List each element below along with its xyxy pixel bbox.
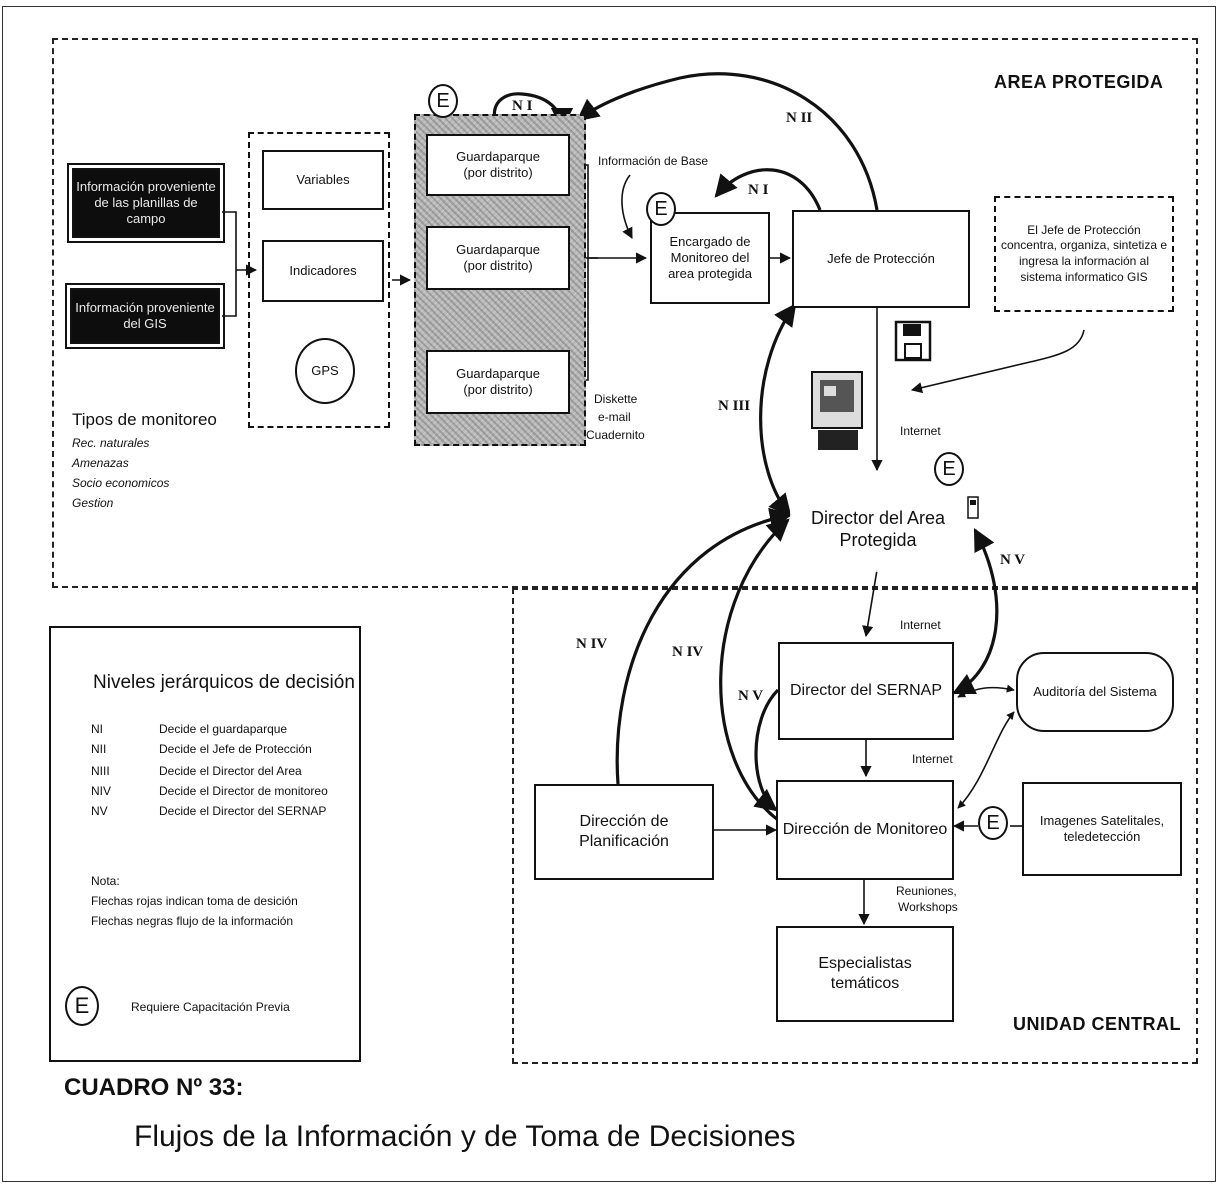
internet-label: Internet: [912, 752, 953, 766]
legend-title: Niveles jerárquicos de decisión: [93, 672, 355, 693]
training-marker: E: [934, 452, 964, 486]
computer-icon: [811, 371, 863, 450]
unidad-central-region: [512, 588, 1198, 1064]
gps-circle: GPS: [295, 338, 355, 404]
training-marker: E: [428, 84, 458, 118]
indicators-column: [248, 132, 390, 428]
diskette-label: Diskette: [594, 392, 638, 406]
level-ni-label: N I: [748, 182, 769, 198]
legend-text: Decide el Director del Area: [159, 764, 302, 778]
imagenes-satelitales-box: Imagenes Satelitales, teledetección: [1022, 782, 1182, 876]
ranger-district: (por distrito): [463, 165, 533, 180]
monitoring-type-item: Socio economicos: [72, 476, 170, 490]
level-niii-label: N III: [718, 398, 751, 414]
figure-frame: [2, 6, 1216, 1182]
legend-text: Decide el Director del SERNAP: [159, 804, 327, 818]
cuaderno-label: Cuadernito: [586, 428, 645, 442]
source-gis-box: Información proveniente del GIS: [65, 283, 225, 349]
internet-label: Internet: [900, 618, 941, 632]
legend-row: NIII Decide el Director del Area: [91, 764, 302, 778]
caption-number: CUADRO Nº 33:: [64, 1074, 244, 1101]
legend-text: Decide el Jefe de Protección: [159, 742, 312, 756]
auditoria-box: Auditoría del Sistema: [1016, 652, 1174, 732]
legend-row: NIV Decide el Director de monitoreo: [91, 784, 328, 798]
training-marker: E: [978, 806, 1008, 840]
training-marker: E: [646, 192, 676, 226]
legend-nota-title: Nota:: [91, 874, 120, 888]
legend-training-marker: E: [65, 986, 99, 1026]
ranger-district: (por distrito): [463, 382, 533, 397]
direccion-planificacion-box: Dirección de Planificación: [534, 784, 714, 880]
encargado-monitoreo-box: Encargado de Monitoreo del area protegid…: [650, 212, 770, 304]
ranger-title: Guardaparque: [456, 148, 540, 164]
legend-box: Niveles jerárquicos de decisión NI Decide…: [49, 626, 361, 1062]
director-sernap-box: Director del SERNAP: [778, 642, 954, 740]
legend-code: NIV: [91, 784, 112, 798]
legend-code: NIII: [91, 764, 110, 778]
director-area-box: Director del Area Protegida: [790, 486, 966, 572]
ranger-box: Guardaparque (por distrito): [426, 226, 570, 290]
legend-row: NII Decide el Jefe de Protección: [91, 742, 312, 756]
reuniones-label: Reuniones,: [896, 884, 957, 898]
level-nv-label: N V: [738, 688, 764, 704]
legend-row: NI Decide el guardaparque: [91, 722, 287, 736]
legend-training-text: Requiere Capacitación Previa: [131, 1000, 290, 1014]
monitoring-type-item: Gestion: [72, 496, 114, 510]
jefe-proteccion-box: Jefe de Protección: [792, 210, 970, 308]
legend-text: Decide el Director de monitoreo: [159, 784, 328, 798]
especialistas-box: Especialistas temáticos: [776, 926, 954, 1022]
variables-box: Variables: [262, 150, 384, 210]
workshops-label: Workshops: [898, 900, 958, 914]
source-field-forms-box: Información proveniente de las planillas…: [67, 163, 225, 243]
email-label: e-mail: [598, 410, 631, 424]
ranger-title: Guardaparque: [456, 241, 540, 257]
info-base-label: Información de Base: [598, 154, 709, 168]
monitoring-type-item: Amenazas: [72, 456, 129, 470]
jefe-note-box: El Jefe de Protección concentra, organiz…: [994, 196, 1174, 312]
ranger-box: Guardaparque (por distrito): [426, 134, 570, 196]
ranger-title: Guardaparque: [456, 365, 540, 381]
level-nv-label: N V: [1000, 552, 1026, 568]
monitoring-type-item: Rec. naturales: [72, 436, 150, 450]
unidad-central-title: UNIDAD CENTRAL: [1013, 1014, 1181, 1034]
jefe-note-text: El Jefe de Protección concentra, organiz…: [1000, 222, 1168, 284]
legend-row: NV Decide el Director del SERNAP: [91, 804, 326, 818]
level-niv-label: N IV: [576, 636, 608, 652]
legend-code: NV: [91, 804, 108, 818]
legend-nota-black: Flechas negras flujo de la información: [91, 914, 294, 928]
ranger-district: (por distrito): [463, 258, 533, 273]
internet-label: Internet: [900, 424, 941, 438]
ranger-box: Guardaparque (por distrito): [426, 350, 570, 414]
indicadores-box: Indicadores: [262, 240, 384, 302]
level-ni-label: N I: [512, 98, 533, 114]
direccion-monitoreo-box: Dirección de Monitoreo: [776, 780, 954, 880]
phone-icon: [967, 496, 979, 519]
legend-text: Decide el guardaparque: [159, 722, 288, 736]
level-niv-label: N IV: [672, 644, 704, 660]
legend-code: NII: [91, 742, 107, 756]
level-nii-label: N II: [786, 110, 813, 126]
legend-nota-red: Flechas rojas indican toma de desición: [91, 894, 298, 908]
monitoring-types-title: Tipos de monitoreo: [72, 410, 217, 429]
area-protegida-region: [52, 38, 1198, 588]
area-protegida-title: AREA PROTEGIDA: [994, 72, 1164, 92]
diskette-icon: [894, 320, 932, 362]
legend-code: NI: [91, 722, 103, 736]
caption-title: Flujos de la Información y de Toma de De…: [134, 1120, 796, 1153]
